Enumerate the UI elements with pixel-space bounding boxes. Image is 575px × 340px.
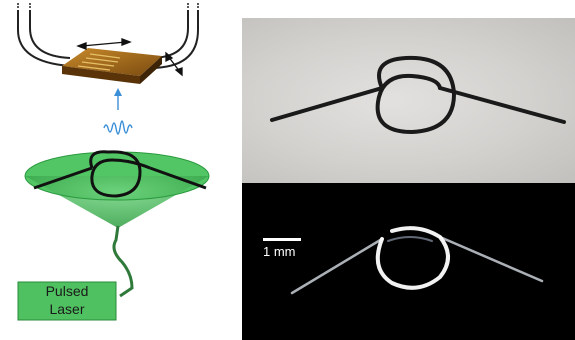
transducer-chip [62,48,162,84]
ultrasound-image [242,183,575,340]
fiber-knot-photo [272,58,564,132]
fiber-cable [114,226,132,296]
cable-left [18,10,70,66]
acoustic-wave-icon [104,88,132,134]
pulsed-laser-label: Pulsed Laser [18,282,116,320]
scale-bar-label: 1 mm [263,244,296,259]
light-cone [25,152,209,228]
scale-bar [263,238,301,241]
fiber-knot-ultrasound [292,228,542,293]
optical-photo [242,18,575,183]
cable-dots [17,3,199,8]
scan-arrow-diagonal-icon [166,53,182,75]
scan-arrow-horizontal-icon [78,39,130,49]
